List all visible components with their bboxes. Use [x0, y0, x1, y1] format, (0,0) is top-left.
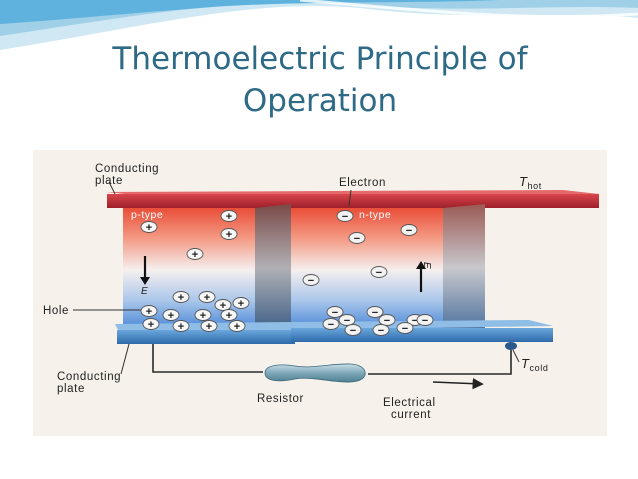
label-bottom-conducting-line-2: plate [57, 383, 85, 395]
hole-carrier-symbol-4: + [178, 292, 184, 304]
t-hot-symbol: T [519, 174, 528, 189]
label-current-line-2: current [391, 409, 431, 421]
hole-carriers: ++++++++++++++++ [140, 210, 250, 333]
hole-carrier-symbol-10: + [200, 310, 206, 322]
hole-carrier-4 [172, 291, 190, 303]
field-arrow-p [140, 256, 150, 285]
electron-carrier-symbol-1: − [406, 225, 412, 237]
page-title-line-2: Operation [242, 83, 398, 119]
electron-carrier-13 [396, 322, 414, 334]
hole-carrier-13 [172, 320, 190, 332]
hole-carrier-7 [232, 297, 250, 309]
electron-carrier-5 [326, 306, 344, 318]
label-n-type: n-type [359, 209, 391, 221]
circuit-wire [152, 344, 512, 375]
electron-carrier-symbol-12: − [378, 325, 384, 337]
electron-carrier-symbol-14: − [422, 315, 428, 327]
hole-carrier-symbol-6: + [220, 300, 226, 312]
hole-carrier-11 [220, 309, 238, 321]
label-t-hot: Thot [519, 174, 542, 191]
hole-carrier-symbol-5: + [204, 292, 210, 304]
label-hole: Hole [43, 305, 69, 317]
hole-carrier-symbol-13: + [178, 321, 184, 333]
n-type-leg [291, 204, 485, 332]
thermoelectric-diagram: ++++++++++++++++ −−−−−−−−−−−−−−− Conduct… [33, 150, 607, 441]
hole-carrier-12 [142, 318, 160, 330]
resistor [264, 363, 366, 383]
hole-carrier-1 [140, 221, 158, 233]
hole-carrier-14 [200, 320, 218, 332]
hole-carrier-6 [214, 299, 232, 311]
hole-carrier-symbol-14: + [206, 321, 212, 333]
banner-swoosh [299, 0, 638, 19]
electron-carrier-12 [372, 324, 390, 336]
electron-carrier-11 [344, 324, 362, 336]
electron-carrier-symbol-4: − [308, 275, 314, 287]
header-banner [0, 0, 638, 50]
electron-carrier-symbol-10: − [328, 319, 334, 331]
current-direction-arrow [432, 378, 484, 390]
label-resistor: Resistor [257, 393, 304, 405]
hole-carrier-2 [220, 228, 238, 240]
electron-carrier-symbol-2: − [354, 233, 360, 245]
field-arrow-n [416, 261, 426, 292]
label-top-conducting-line-2: plate [95, 175, 123, 187]
label-p-type: p-type [131, 209, 163, 221]
electron-carrier-symbol-3: − [376, 267, 382, 279]
hole-carrier-symbol-8: + [146, 306, 152, 318]
hole-carrier-symbol-1: + [146, 222, 152, 234]
electron-carrier-symbol-11: − [350, 325, 356, 337]
hole-carrier-symbol-11: + [226, 310, 232, 322]
pointer-lines [73, 181, 520, 375]
page-title-line-1: Thermoelectric Principle of [112, 41, 528, 77]
label-top-conducting-line-1: Conducting [95, 163, 159, 175]
hole-carrier-15 [228, 320, 246, 332]
electron-carrier-2 [348, 232, 366, 244]
hole-carrier-9 [162, 309, 180, 321]
electron-carriers: −−−−−−−−−−−−−−− [302, 210, 434, 337]
hole-carrier-3 [186, 248, 204, 260]
hole-carrier-symbol-3: + [192, 249, 198, 261]
terminal-nub [505, 342, 517, 350]
hot-conducting-plate [107, 190, 599, 208]
electron-carrier-10 [322, 318, 340, 330]
electron-carrier-0 [336, 210, 354, 222]
electron-carrier-symbol-0: − [342, 211, 348, 223]
electron-carrier-symbol-9: − [412, 315, 418, 327]
label-current-line-1: Electrical [383, 397, 436, 409]
banner-wave-front [0, 0, 500, 24]
hole-carrier-symbol-15: + [234, 321, 240, 333]
electron-carrier-symbol-8: − [384, 315, 390, 327]
hole-carrier-symbol-9: + [168, 310, 174, 322]
page-title: Thermoelectric Principle of Operation [60, 38, 580, 122]
label-field-p: E [141, 286, 148, 297]
label-t-cold: Tcold [521, 356, 548, 373]
label-field-n: E [421, 262, 432, 269]
hole-carrier-8 [140, 305, 158, 317]
label-bottom-conducting-line-1: Conducting [57, 371, 121, 383]
t-cold-subscript: cold [530, 363, 549, 373]
t-hot-subscript: hot [528, 181, 542, 191]
hole-carrier-0 [220, 210, 238, 222]
hole-carrier-symbol-12: + [148, 319, 154, 331]
electron-carrier-7 [338, 314, 356, 326]
label-electron: Electron [339, 177, 386, 189]
diagram-svg: ++++++++++++++++ −−−−−−−−−−−−−−− Conduct… [33, 150, 607, 436]
hole-carrier-symbol-2: + [226, 229, 232, 241]
hole-carrier-symbol-0: + [226, 211, 232, 223]
electron-carrier-symbol-6: − [372, 307, 378, 319]
electron-carrier-3 [370, 266, 388, 278]
electron-carrier-1 [400, 224, 418, 236]
hole-carrier-5 [198, 291, 216, 303]
t-cold-symbol: T [521, 356, 530, 371]
electron-carrier-symbol-13: − [402, 323, 408, 335]
electron-carrier-symbol-5: − [332, 307, 338, 319]
electron-carrier-4 [302, 274, 320, 286]
electron-carrier-symbol-7: − [344, 315, 350, 327]
electron-carrier-8 [378, 314, 396, 326]
electron-carrier-6 [366, 306, 384, 318]
hole-carrier-symbol-7: + [238, 298, 244, 310]
hole-carrier-10 [194, 309, 212, 321]
electron-carrier-14 [416, 314, 434, 326]
